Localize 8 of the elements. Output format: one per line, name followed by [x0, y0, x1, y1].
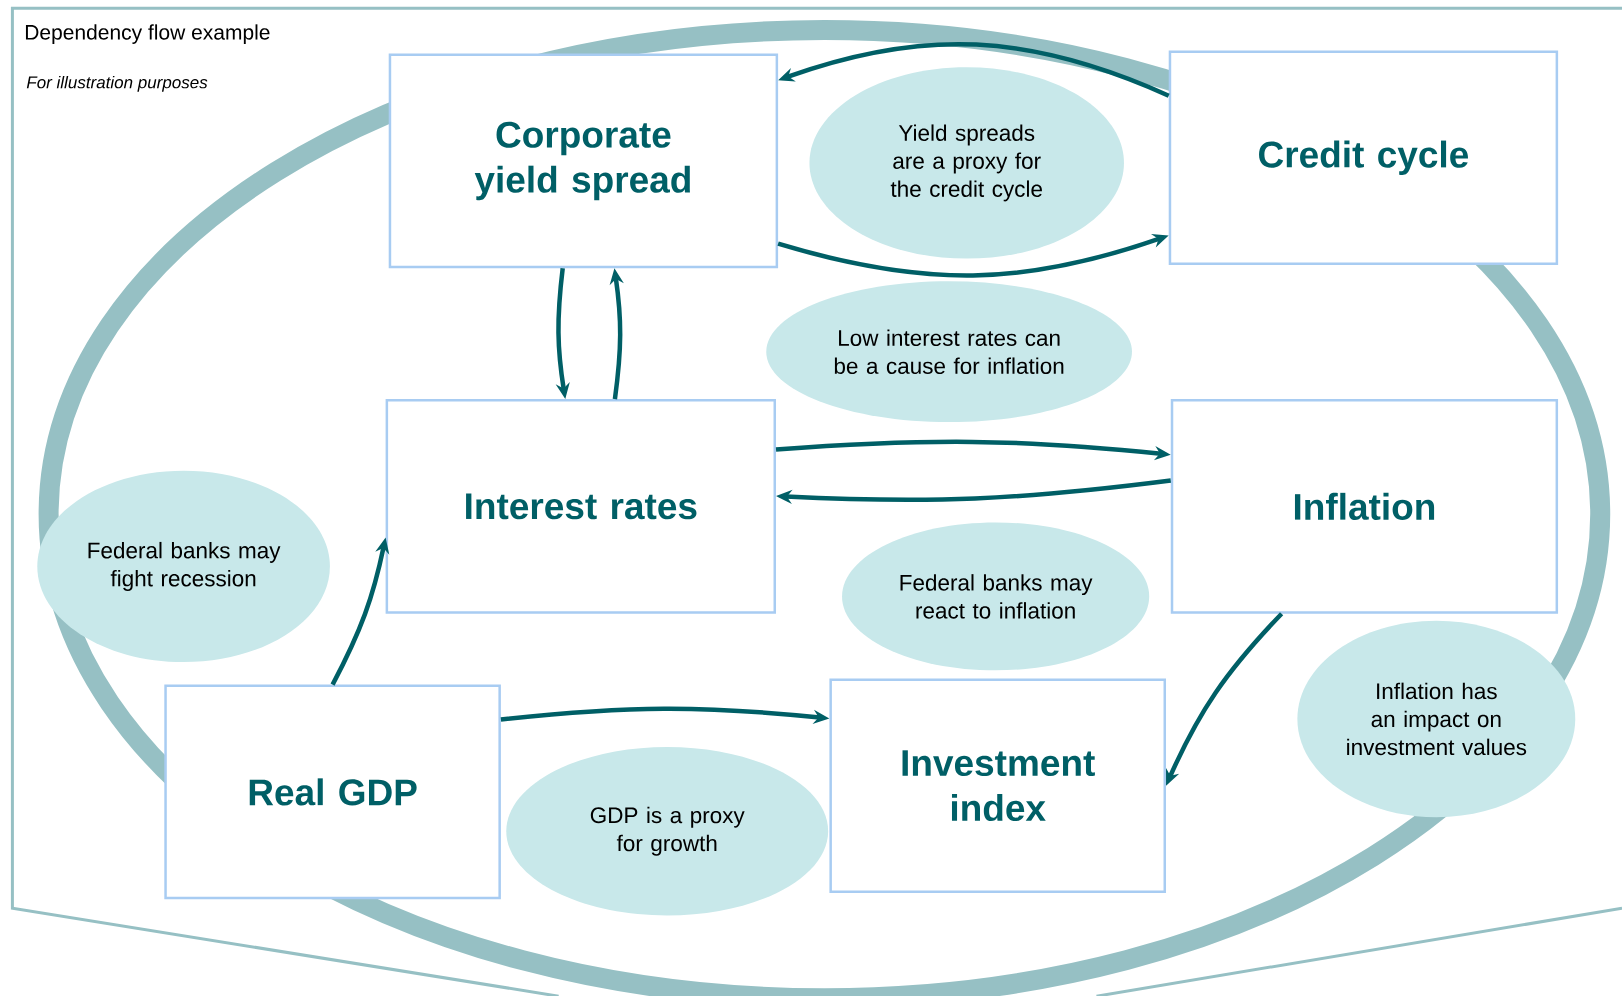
note: For illustration purposes	[26, 75, 208, 92]
concept-box: Inflation	[1170, 399, 1559, 614]
concept-box: Credit cycle	[1168, 50, 1559, 266]
concept-box: Real GDP	[164, 684, 501, 900]
concept-box: Investment index	[829, 678, 1166, 893]
concept-box: Interest rates	[385, 399, 776, 614]
concept-box: Corporate yield spread	[388, 53, 779, 269]
title: Dependency flow example	[25, 24, 270, 44]
